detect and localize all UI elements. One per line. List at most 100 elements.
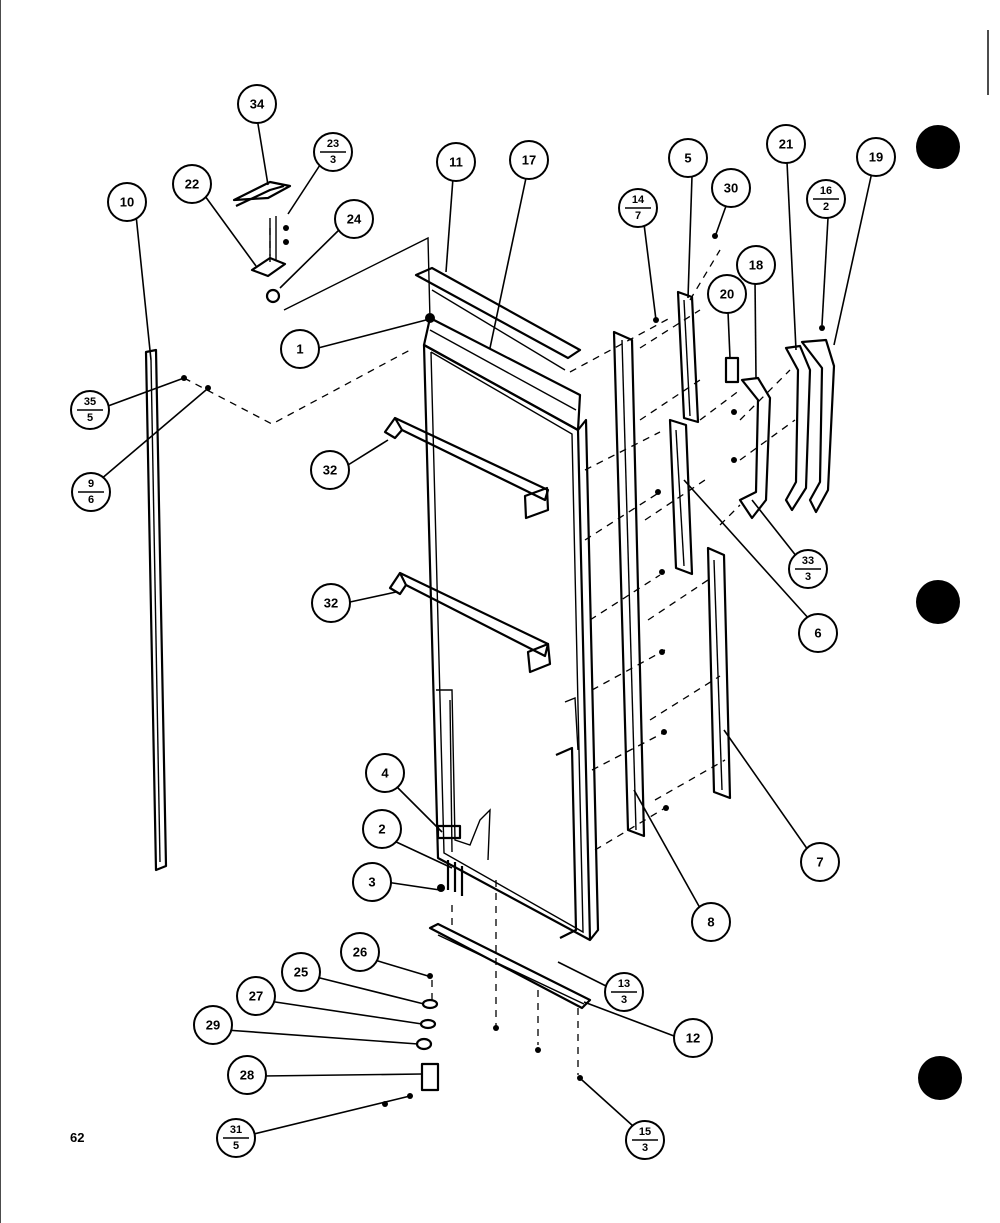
callout-29-label: 29	[206, 1018, 220, 1033]
callout-33-3: 33 3	[788, 549, 828, 589]
callout-15-3: 15 3	[625, 1120, 665, 1160]
callout-9-denominator: 6	[88, 494, 94, 506]
callout-23-numerator: 23	[327, 138, 339, 150]
callout-13-denominator: 3	[621, 994, 627, 1006]
handle-insert	[724, 356, 740, 384]
callout-35-numerator: 35	[84, 396, 96, 408]
callout-15-numerator: 15	[639, 1126, 651, 1138]
callout-17-label: 17	[522, 153, 536, 168]
callout-20: 20	[707, 274, 747, 314]
callout-14-denominator: 7	[635, 210, 641, 222]
callout-32-upper: 32	[310, 450, 350, 490]
callout-35-5: 35 5	[70, 390, 110, 430]
screws	[181, 233, 825, 1107]
callout-24: 24	[334, 199, 374, 239]
callout-25-label: 25	[294, 965, 308, 980]
callout-2-label: 2	[378, 822, 385, 837]
callout-32-lower: 32	[311, 583, 351, 623]
callout-34: 34	[237, 84, 277, 124]
hinge-cover	[232, 180, 292, 202]
leader-lines	[99, 117, 873, 1135]
side-panel-strip	[612, 330, 646, 838]
callout-22-label: 22	[185, 177, 199, 192]
callout-12-label: 12	[686, 1031, 700, 1046]
callout-4-label: 4	[381, 766, 389, 781]
callout-19: 19	[856, 137, 896, 177]
callout-23-denominator: 3	[330, 154, 336, 166]
callout-17: 17	[509, 140, 549, 180]
callout-31-5: 31 5	[216, 1118, 256, 1158]
callout-3-label: 3	[368, 875, 375, 890]
callout-7-label: 7	[816, 855, 823, 870]
callout-29: 29	[193, 1005, 233, 1045]
callout-8: 8	[691, 902, 731, 942]
callout-15-denominator: 3	[642, 1142, 648, 1154]
callout-7: 7	[800, 842, 840, 882]
callout-28-label: 28	[240, 1068, 254, 1083]
mullion-bar-upper	[383, 416, 550, 520]
handle-assembly	[724, 338, 836, 520]
assembly-lines	[183, 228, 796, 1075]
callout-9-numerator: 9	[88, 478, 94, 490]
callout-27: 27	[236, 976, 276, 1016]
callout-35-denominator: 5	[87, 412, 93, 424]
callout-31-denominator: 5	[233, 1140, 239, 1152]
callout-9-6: 9 6	[71, 472, 111, 512]
callout-10: 10	[107, 182, 147, 222]
callout-30: 30	[711, 168, 751, 208]
mullion-bar-lower	[388, 571, 552, 674]
callout-6-label: 6	[814, 626, 821, 641]
callout-16-numerator: 16	[820, 185, 832, 197]
callout-26-label: 26	[353, 945, 367, 960]
callout-1-label: 1	[296, 342, 303, 357]
callout-16-2: 16 2	[806, 179, 846, 219]
spacer	[419, 1018, 437, 1030]
callout-11-label: 11	[449, 155, 463, 170]
callout-6: 6	[798, 613, 838, 653]
callout-34-label: 34	[250, 97, 265, 112]
page-number: 62	[70, 1130, 84, 1145]
callout-33-denominator: 3	[805, 571, 811, 583]
punch-hole-top	[916, 125, 960, 169]
channel-lower	[706, 546, 732, 800]
callout-26: 26	[340, 932, 380, 972]
top-hinge-assembly	[232, 180, 431, 321]
callout-3: 3	[352, 862, 392, 902]
callout-27-label: 27	[249, 989, 263, 1004]
hinge-bushing	[265, 288, 281, 304]
callout-11: 11	[436, 142, 476, 182]
callout-19-label: 19	[869, 150, 883, 165]
bottom-hinge-assembly	[415, 973, 440, 1092]
callout-30-label: 30	[724, 181, 738, 196]
callout-21-label: 21	[779, 137, 793, 152]
callout-25: 25	[281, 952, 321, 992]
callout-18-label: 18	[749, 258, 763, 273]
top-hinge	[250, 256, 287, 278]
handle	[800, 338, 836, 514]
callout-5: 5	[668, 138, 708, 178]
callout-14-7: 14 7	[618, 188, 658, 228]
bottom-strip	[428, 922, 592, 1010]
door-panel	[414, 266, 600, 942]
callout-5-label: 5	[684, 151, 691, 166]
callout-28: 28	[227, 1055, 267, 1095]
channel-upper	[676, 290, 700, 424]
callout-22: 22	[172, 164, 212, 204]
callout-16-denominator: 2	[823, 201, 829, 213]
callout-8-label: 8	[707, 915, 714, 930]
callout-33-numerator: 33	[802, 555, 814, 567]
callout-2: 2	[362, 809, 402, 849]
callout-14-numerator: 14	[632, 194, 645, 206]
punch-hole-bottom	[918, 1056, 962, 1100]
channel-middle	[668, 418, 694, 576]
callout-10-label: 10	[120, 195, 134, 210]
callout-32-upper-label: 32	[323, 463, 337, 478]
handle-bracket	[784, 344, 812, 512]
callout-13-numerator: 13	[618, 978, 630, 990]
callout-24-label: 24	[347, 212, 362, 227]
callout-31-numerator: 31	[230, 1124, 242, 1136]
handle-trim	[738, 376, 772, 520]
callout-13-3: 13 3	[604, 972, 644, 1012]
gasket-strip-left	[144, 348, 168, 872]
